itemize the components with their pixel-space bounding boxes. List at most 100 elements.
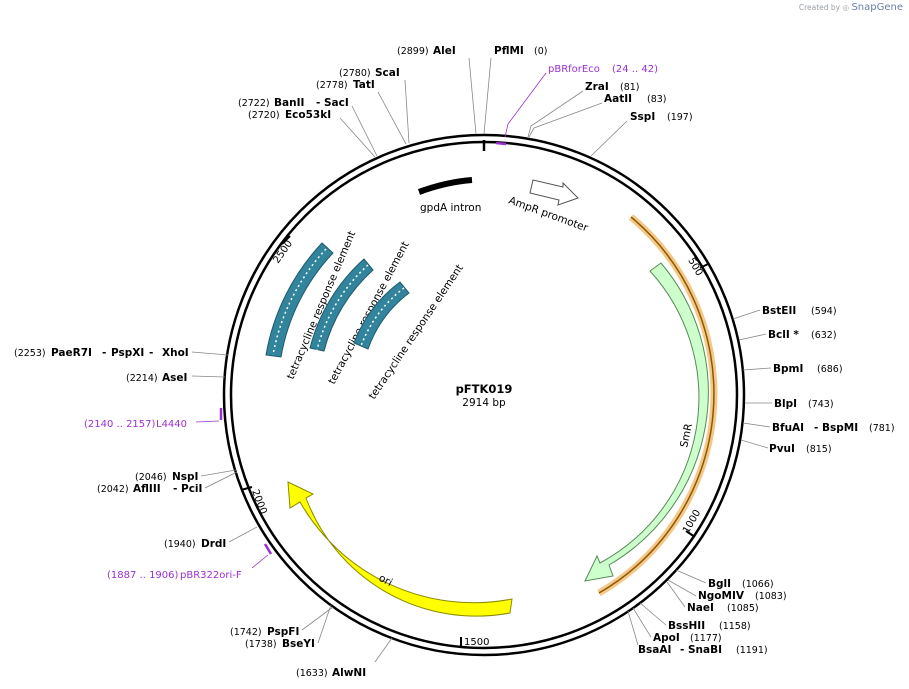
ampr-promoter-label: AmpR promoter: [507, 195, 590, 235]
site-nspi[interactable]: (2046) NspI: [135, 469, 237, 483]
primer-pbr322ori-f[interactable]: (1887 .. 1906) pBR322ori-F: [107, 543, 273, 581]
site-eco53ki[interactable]: (2720) Eco53kI: [248, 109, 376, 158]
site-name: DrdI: [201, 538, 226, 550]
site-leader: [228, 526, 258, 543]
site-leader: [468, 57, 477, 135]
site-blpi[interactable]: BlpI (743): [745, 398, 834, 410]
site-bfuai-bspmi[interactable]: BfuAI - BspMI (781): [742, 422, 895, 434]
site-pos: (1633): [296, 668, 328, 679]
site-ngomiv[interactable]: NgoMIV (1083): [667, 579, 787, 602]
site-alei[interactable]: (2899) AleI: [397, 45, 477, 135]
site-name-separator: -: [149, 347, 153, 359]
site-sspi[interactable]: SspI (197): [590, 111, 693, 157]
feature-gpdA-intron[interactable]: gpdA intron: [417, 177, 481, 214]
site-naei[interactable]: NaeI (1085): [666, 581, 759, 614]
site-leader: [740, 439, 769, 449]
site-zrai[interactable]: ZraI (81): [527, 81, 640, 138]
site-leader: [527, 90, 584, 138]
site-pos: (0): [534, 46, 547, 57]
primer-name: L4440: [156, 419, 187, 430]
site-name-separator: -: [316, 97, 320, 109]
site-leader: [627, 610, 639, 646]
tre-dots: [316, 264, 369, 351]
site-pos: (1066): [742, 579, 774, 590]
site-drdi[interactable]: (1940) DrdI: [164, 526, 258, 550]
site-name-separator: -: [102, 347, 106, 359]
site-paer7i-pspxi-xhoi[interactable]: (2253) PaeR7I - PspXI - XhoI: [14, 347, 229, 359]
site-name-2: SnaBI: [688, 644, 722, 656]
primer-leader: [251, 554, 269, 569]
site-alwni[interactable]: (1633) AlwNI: [296, 637, 393, 679]
plasmid-name: pFTK019: [456, 382, 513, 396]
feature-ori[interactable]: ori: [287, 481, 513, 617]
scale-tick-mark: [699, 263, 709, 269]
site-leader: [351, 105, 378, 157]
brand-name: SnapGene: [851, 2, 903, 13]
site-pos: (1177): [690, 633, 722, 644]
site-pos: (2720): [248, 110, 280, 121]
site-name: AatII: [604, 93, 632, 105]
site-name: TatI: [353, 79, 375, 91]
feature-tre-3[interactable]: tetracycline response element: [353, 262, 466, 402]
site-name: PflMI: [494, 45, 524, 57]
site-pvui[interactable]: PvuI (815): [740, 439, 832, 455]
site-leader: [339, 117, 376, 158]
scale-tick-2000: 2000: [240, 486, 269, 516]
site-bsteii[interactable]: BstEII (594): [732, 305, 837, 320]
primer-name: pBR322ori-F: [180, 570, 242, 581]
site-name: BstEII: [762, 305, 796, 317]
site-pflmi[interactable]: PflMI (0): [483, 45, 547, 135]
site-pos: (2253): [14, 348, 46, 359]
site-pos: (781): [869, 423, 895, 434]
primer-leader: [504, 72, 547, 138]
site-pspfi[interactable]: (1742) PspFI: [230, 606, 334, 638]
site-bsaai-snabi[interactable]: BsaAI - SnaBI (1191): [627, 610, 768, 656]
site-scai[interactable]: (2780) ScaI: [339, 67, 410, 144]
site-aatii[interactable]: AatII (83): [528, 93, 667, 138]
site-name: BfuAI: [772, 422, 804, 434]
site-pos: (197): [667, 112, 693, 123]
site-name: AflIII: [133, 483, 161, 495]
tre-box: [309, 258, 374, 352]
site-pos: (632): [811, 330, 837, 341]
site-leader: [666, 581, 686, 608]
primer-range: (24 .. 42): [612, 64, 658, 75]
site-asei[interactable]: (2214) AseI: [126, 372, 226, 384]
site-leader: [404, 79, 410, 144]
primer-pbrforeco[interactable]: pBRforEco (24 .. 42): [495, 64, 658, 146]
feature-ampr-promoter[interactable]: AmpR promoter: [507, 179, 590, 235]
smr-label: SmR: [678, 422, 695, 448]
site-leader: [301, 606, 334, 631]
site-bpmi[interactable]: BpmI (686): [742, 363, 843, 375]
site-pos: (1191): [736, 645, 768, 656]
site-pos: (743): [808, 399, 834, 410]
site-tati[interactable]: (2778) TatI: [316, 79, 407, 145]
site-leader: [738, 333, 767, 341]
site-name: BseYI: [282, 638, 315, 650]
site-pos: (2899): [397, 46, 429, 57]
site-pos: (2778): [316, 80, 348, 91]
scale-tick-mark: [281, 235, 291, 245]
site-afliii-pcii[interactable]: (2042) AflIII - PciI: [97, 471, 238, 495]
feature-smr[interactable]: SmR: [584, 214, 718, 597]
site-bcli[interactable]: BclI * (632): [738, 329, 837, 341]
site-bgli[interactable]: BglI (1066): [675, 569, 774, 590]
site-pos: (686): [817, 364, 843, 375]
site-name-2: BspMI: [822, 422, 858, 434]
site-name: AlwNI: [332, 667, 366, 679]
site-name: ZraI: [585, 81, 609, 93]
site-leader: [742, 367, 772, 371]
site-bsshii[interactable]: BssHII (1158): [639, 602, 751, 632]
site-banii-saci[interactable]: (2722) BanII - SacI: [238, 97, 378, 157]
site-name-separator: -: [814, 422, 818, 434]
primer-l4440[interactable]: (2140 .. 2157) L4440: [84, 408, 223, 430]
site-pos: (1940): [164, 539, 196, 550]
gpdA-intron-label: gpdA intron: [420, 202, 481, 214]
site-bseyi[interactable]: (1738) BseYI: [245, 604, 332, 650]
site-pos: (815): [806, 444, 832, 455]
site-name: BsaAI: [638, 644, 671, 656]
site-name: NaeI: [687, 602, 714, 614]
site-apoi[interactable]: ApoI (1177): [632, 607, 722, 644]
scale-tick-mark: [685, 530, 696, 538]
site-leader: [204, 471, 238, 489]
